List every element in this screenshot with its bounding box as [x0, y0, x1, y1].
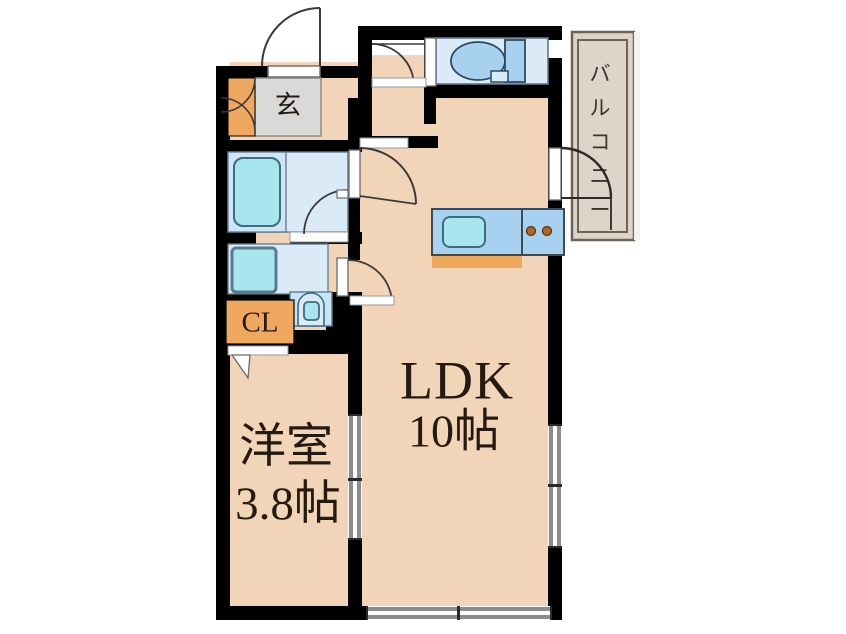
hall-door-threshold	[359, 137, 409, 149]
balcony-char-3: ニ	[590, 164, 611, 188]
washbasin-bowl	[303, 301, 320, 321]
washroom-door-threshold	[349, 295, 395, 306]
balcony-area	[570, 30, 640, 242]
bathroom-door-panel[interactable]	[336, 189, 349, 199]
room-sliding-door-rail-a	[349, 414, 353, 540]
kitchen	[431, 208, 565, 268]
western-room-size-label: 3.8帖	[235, 478, 341, 530]
ldk-label: LDK	[400, 350, 514, 410]
toilet-door[interactable]	[371, 37, 437, 88]
washroom-door-panel[interactable]	[336, 257, 349, 297]
toilet-tank	[504, 39, 526, 83]
closet-door-panel[interactable]	[227, 345, 289, 356]
room-sliding-door-rail-b	[357, 414, 361, 540]
hall-door-panel[interactable]	[348, 149, 361, 199]
toilet-flush-lever	[490, 70, 509, 83]
entrance-tile	[254, 77, 322, 137]
kitchen-counter-base	[432, 254, 522, 268]
ldk-east-window[interactable]	[548, 424, 562, 548]
balcony-char-4: ー	[590, 198, 611, 222]
wall-north-hall-right	[318, 66, 360, 78]
entrance-label: 玄	[275, 91, 301, 120]
bathroom-door[interactable]	[289, 189, 349, 243]
washing-machine-space	[230, 246, 278, 294]
closet[interactable]: CL	[225, 299, 295, 380]
wall-hall-east-mid	[348, 196, 360, 260]
washroom-door[interactable]	[336, 257, 395, 306]
room-sliding-door-cap-top	[348, 414, 362, 416]
wall-bath-north	[216, 140, 362, 152]
hall-door-arc[interactable]	[359, 147, 417, 205]
ldk-east-window-cap-top	[548, 424, 562, 426]
balcony-edge-strip	[634, 32, 640, 240]
balcony-label: バ ル コ ニ ー	[590, 62, 611, 222]
ldk-south-window-meeting-stile	[457, 606, 460, 620]
stove-burner-right	[541, 225, 553, 237]
washroom	[227, 243, 333, 327]
ldk-east-window-cap-bot	[548, 546, 562, 548]
room-sliding-door-cap-bot	[348, 538, 362, 540]
balcony-door[interactable]	[548, 146, 613, 230]
bathroom-door-threshold	[289, 231, 349, 243]
shoe-cabinet	[227, 77, 256, 137]
western-room-floor	[226, 345, 362, 620]
hall-door[interactable]	[348, 137, 417, 205]
balcony-door-arc[interactable]	[560, 146, 613, 199]
stove-burner-left	[525, 225, 537, 237]
wall-toilet-south	[424, 84, 562, 98]
hall-door-edge	[359, 195, 417, 205]
ldk-east-window-meeting-stile	[548, 484, 562, 487]
wall-ldk-north-left	[358, 26, 372, 148]
toilet-door-threshold	[371, 77, 427, 88]
balcony-char-0: バ	[590, 62, 611, 86]
wall-north-hall-left	[216, 66, 268, 78]
closet-door-fold-arrow[interactable]	[230, 354, 251, 380]
room-sliding-door[interactable]	[348, 414, 362, 540]
entrance-area: 玄	[220, 77, 322, 137]
entrance-inner-arc	[220, 77, 256, 113]
closet-label: CL	[241, 307, 278, 339]
bathroom	[227, 151, 349, 233]
room-labels: LDK 10帖 洋室 3.8帖	[235, 350, 514, 530]
ldk-size-label: 10帖	[408, 406, 500, 457]
balcony-char-2: コ	[590, 130, 611, 154]
western-room-label: 洋室	[239, 421, 333, 473]
room-sliding-door-meeting-stile	[348, 478, 362, 481]
balcony-inner-rect	[577, 39, 628, 233]
ldk-south-window-cap-right	[550, 606, 552, 620]
ldk-floor	[358, 55, 548, 620]
entrance-door-arc[interactable]	[261, 7, 321, 67]
entrance-inner-arc-2	[220, 97, 256, 133]
wall-north-ldk	[358, 26, 562, 40]
bathtub	[233, 157, 281, 227]
ldk-south-window[interactable]	[366, 606, 552, 620]
toilet-door-panel[interactable]	[424, 37, 437, 87]
ldk-south-window-cap-left	[366, 606, 368, 620]
kitchen-sink-basin	[442, 216, 486, 248]
toilet-room	[435, 37, 549, 85]
entrance-door-panel[interactable]	[267, 65, 321, 78]
entrance-door[interactable]	[261, 7, 321, 78]
balcony-char-1: ル	[590, 96, 611, 120]
closet-block[interactable]	[225, 299, 295, 345]
balcony-door-panel[interactable]	[548, 147, 562, 201]
